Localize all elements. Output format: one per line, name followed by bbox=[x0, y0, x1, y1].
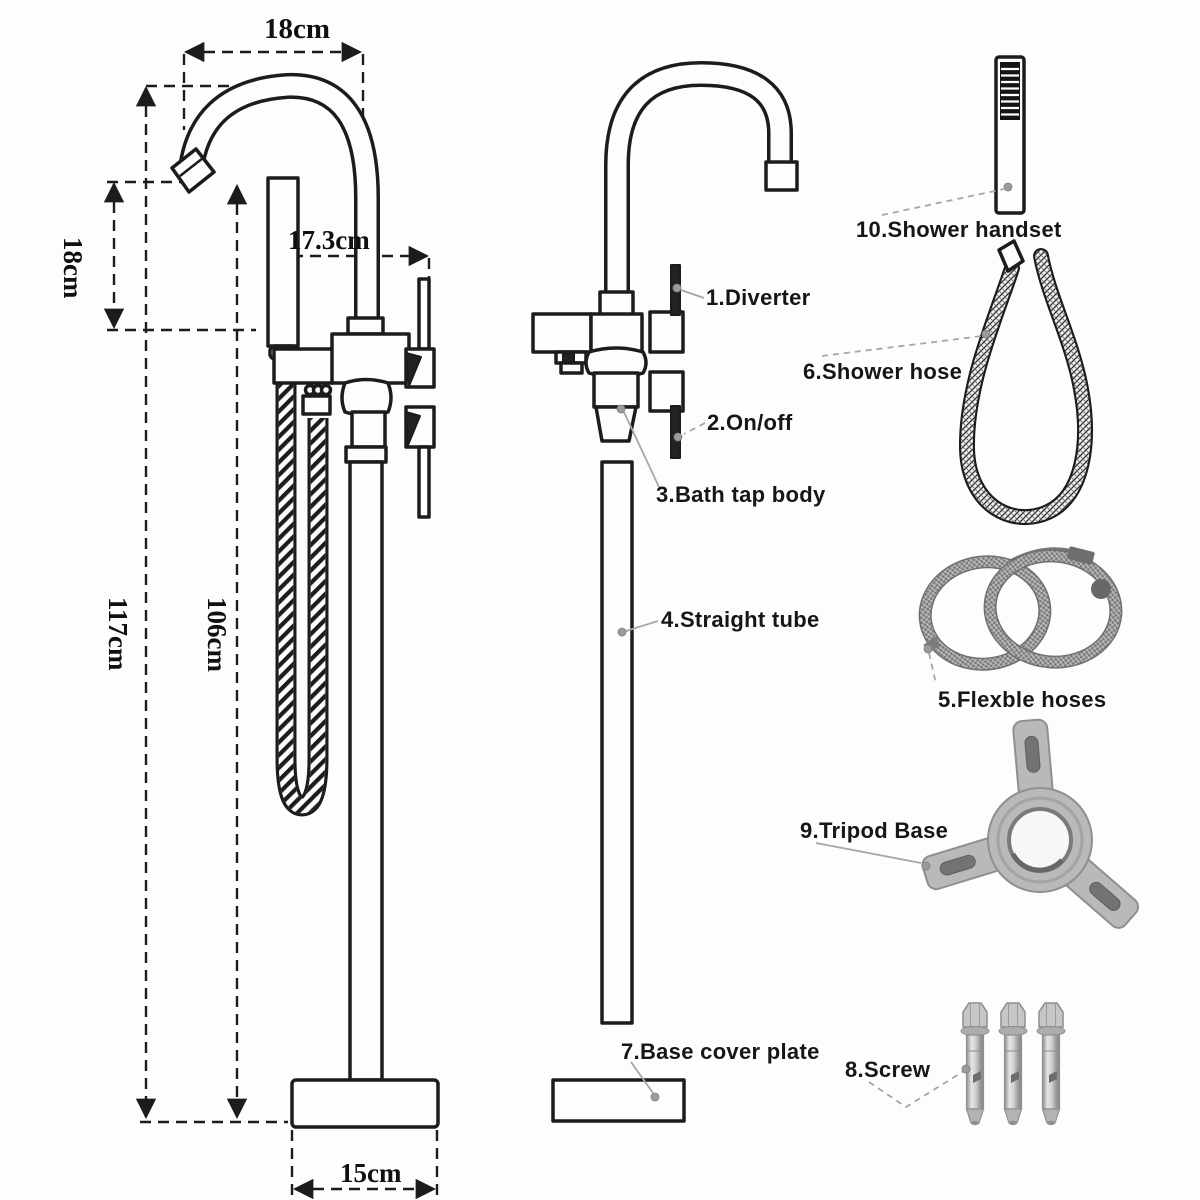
leader-diverter bbox=[680, 289, 705, 299]
dim-tap-reach: 17.3cm bbox=[288, 225, 370, 255]
tripod-hub-ring bbox=[996, 796, 1084, 884]
leader-flexhoses bbox=[928, 652, 937, 685]
label-shower-hose: 6.Shower hose bbox=[803, 359, 962, 384]
leader-handset bbox=[881, 188, 1005, 216]
leader-dot bbox=[923, 644, 933, 654]
screws-part bbox=[960, 1002, 1066, 1126]
lever-face-top bbox=[405, 352, 422, 387]
screw-item bbox=[1036, 1002, 1066, 1126]
shower-hose-connector bbox=[997, 239, 1025, 273]
onoff-lever-shape bbox=[670, 405, 681, 459]
valve-spool bbox=[340, 377, 393, 418]
body-right-arm-bottom bbox=[648, 370, 685, 413]
spout-tip-line bbox=[179, 157, 204, 177]
middle-faucet-drawing bbox=[531, 60, 799, 1123]
dim-base-width: 15cm bbox=[340, 1158, 402, 1188]
spout-tip bbox=[764, 160, 799, 192]
hose-connector bbox=[301, 394, 332, 416]
leader-tripod bbox=[815, 842, 922, 864]
flexible-hoses-part bbox=[918, 546, 1123, 671]
flex-hose-coil-left-braid bbox=[920, 556, 1050, 670]
lever-face-bottom bbox=[405, 411, 421, 446]
dim-spout-width: 18cm bbox=[264, 13, 330, 45]
label-bath-tap-body: 3.Bath tap body bbox=[656, 482, 826, 507]
leader-dot bbox=[616, 404, 626, 414]
dimension-lines bbox=[103, 41, 439, 1200]
label-screw: 8.Screw bbox=[845, 1057, 931, 1082]
label-base-cover-plate: 7.Base cover plate bbox=[621, 1039, 820, 1064]
straight-tube-shape bbox=[600, 460, 634, 1025]
spout-tip bbox=[170, 147, 216, 194]
base-cover-plate-shape bbox=[551, 1078, 686, 1123]
leader-dot bbox=[961, 1064, 971, 1074]
leader-dot bbox=[650, 1092, 660, 1102]
hose-loop-hatch bbox=[278, 359, 326, 814]
floor-base-plate bbox=[290, 1078, 440, 1129]
valve-lower bbox=[350, 410, 387, 449]
body-left-block bbox=[272, 347, 335, 385]
leader-lines bbox=[616, 182, 1013, 1109]
spout-tube-inner bbox=[180, 76, 377, 320]
body-stub-face bbox=[562, 353, 575, 363]
shower-hose-outline bbox=[958, 248, 1093, 526]
flex-hose-fitting bbox=[1067, 546, 1095, 565]
riser-column bbox=[348, 460, 384, 1082]
body-right-arm-top bbox=[648, 310, 685, 354]
leader-showerhose bbox=[821, 335, 983, 357]
leader-baseplate bbox=[630, 1061, 654, 1094]
leader-dot bbox=[672, 283, 682, 293]
dim-spout-drop: 18cm bbox=[58, 237, 88, 299]
leader-dot bbox=[617, 627, 627, 637]
flex-hose-coil-right-braid bbox=[985, 550, 1121, 668]
left-faucet-drawing bbox=[170, 72, 440, 1129]
label-onoff: 2.On/off bbox=[707, 410, 793, 435]
handset-wand bbox=[266, 176, 300, 348]
body-spool bbox=[584, 346, 648, 379]
screw-item bbox=[960, 1002, 990, 1126]
body-left-arm bbox=[531, 312, 593, 354]
leader-dot bbox=[981, 329, 991, 339]
body-left-stub2 bbox=[559, 361, 584, 375]
column-collar bbox=[346, 316, 385, 336]
body-lower bbox=[592, 371, 640, 409]
label-tripod-base: 9.Tripod Base bbox=[800, 818, 948, 843]
leader-onoff bbox=[683, 422, 706, 435]
leader-dot bbox=[673, 432, 683, 442]
label-straight-tube: 4.Straight tube bbox=[661, 607, 820, 632]
leader-dot bbox=[921, 861, 931, 871]
leader-body bbox=[623, 411, 660, 488]
flex-hose-fitting-end bbox=[1091, 579, 1111, 599]
label-flexible-hoses: 5.Flexble hoses bbox=[938, 687, 1106, 712]
column-collar bbox=[598, 290, 635, 317]
leader-tube bbox=[625, 620, 659, 632]
dim-tube-height: 106cm bbox=[202, 597, 232, 672]
label-diverter: 1.Diverter bbox=[706, 285, 811, 310]
shower-hose-part bbox=[958, 239, 1093, 526]
lever-blade-top bbox=[417, 277, 431, 351]
leader-dot bbox=[1003, 182, 1013, 192]
tripod-hub-shadow bbox=[1010, 852, 1064, 873]
dim-total-height: 117cm bbox=[103, 597, 133, 671]
leader-screw bbox=[868, 1070, 965, 1109]
handset-spray-lines bbox=[1001, 67, 1019, 116]
label-shower-handset: 10.Shower handset bbox=[856, 217, 1062, 242]
spout-tube-inner bbox=[607, 64, 790, 293]
handset-spray-face bbox=[1000, 62, 1020, 120]
shower-hose-weave bbox=[961, 250, 1091, 523]
shower-hose-fill bbox=[961, 250, 1091, 523]
valve-body bbox=[330, 332, 411, 385]
tripod-base-part bbox=[921, 718, 1140, 929]
column-step bbox=[344, 445, 388, 464]
connector-bead bbox=[319, 383, 333, 397]
screw-item bbox=[998, 1002, 1028, 1126]
lever-blade-bottom bbox=[417, 445, 431, 519]
labels: 18cm 18cm 17.3cm 117cm 106cm 15cm 1.Dive… bbox=[58, 13, 1106, 1188]
shower-handset-part bbox=[994, 55, 1026, 215]
